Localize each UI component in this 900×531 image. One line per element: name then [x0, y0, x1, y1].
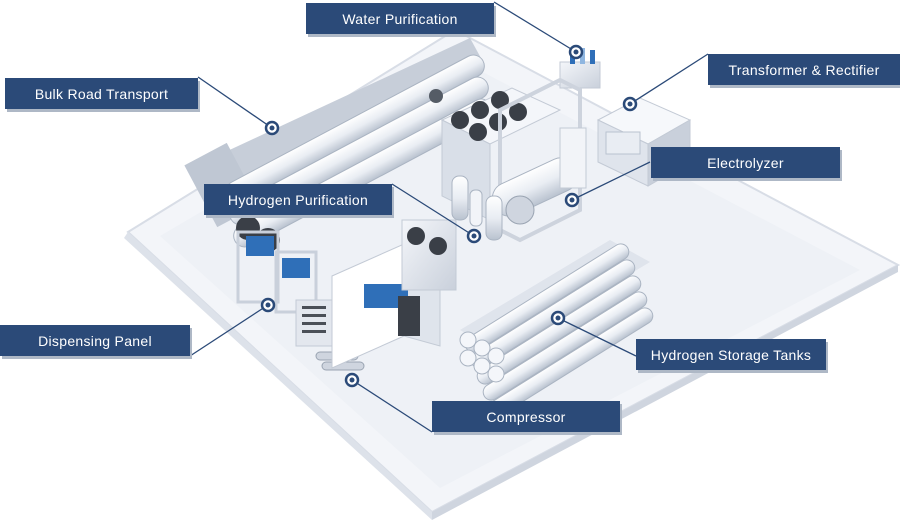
marker-hydrogen-purification [466, 228, 482, 244]
label-hydrogen-storage-tanks: Hydrogen Storage Tanks [636, 339, 826, 370]
leader-hydrogen-storage-tanks [557, 317, 637, 357]
leader-bulk-road-transport [197, 76, 273, 129]
label-electrolyzer: Electrolyzer [651, 147, 840, 178]
leader-compressor [351, 379, 433, 433]
leader-water-purification [493, 1, 577, 53]
compressor-unit [331, 219, 457, 369]
marker-hydrogen-storage-tanks [550, 310, 566, 326]
marker-water-purification [568, 44, 584, 60]
hydrogen-storage-tanks [459, 240, 654, 417]
label-hydrogen-purification: Hydrogen Purification [204, 184, 392, 215]
hydrogen-purification-unit [451, 175, 503, 241]
marker-compressor [344, 372, 360, 388]
label-compressor: Compressor [432, 401, 620, 432]
label-water-purification: Water Purification [306, 3, 494, 34]
leader-dispensing-panel [189, 304, 269, 357]
marker-electrolyzer [564, 192, 580, 208]
leader-hydrogen-purification [391, 183, 475, 237]
markers [260, 44, 638, 388]
leader-transformer-rectifier [629, 53, 709, 105]
label-transformer-rectifier: Transformer & Rectifier [708, 54, 900, 85]
label-dispensing-panel: Dispensing Panel [0, 325, 190, 356]
marker-bulk-road-transport [264, 120, 280, 136]
marker-transformer-rectifier [622, 96, 638, 112]
leader-lines [189, 1, 709, 433]
label-bulk-road-transport: Bulk Road Transport [5, 78, 198, 109]
marker-dispensing-panel [260, 297, 276, 313]
leader-electrolyzer [571, 161, 651, 201]
